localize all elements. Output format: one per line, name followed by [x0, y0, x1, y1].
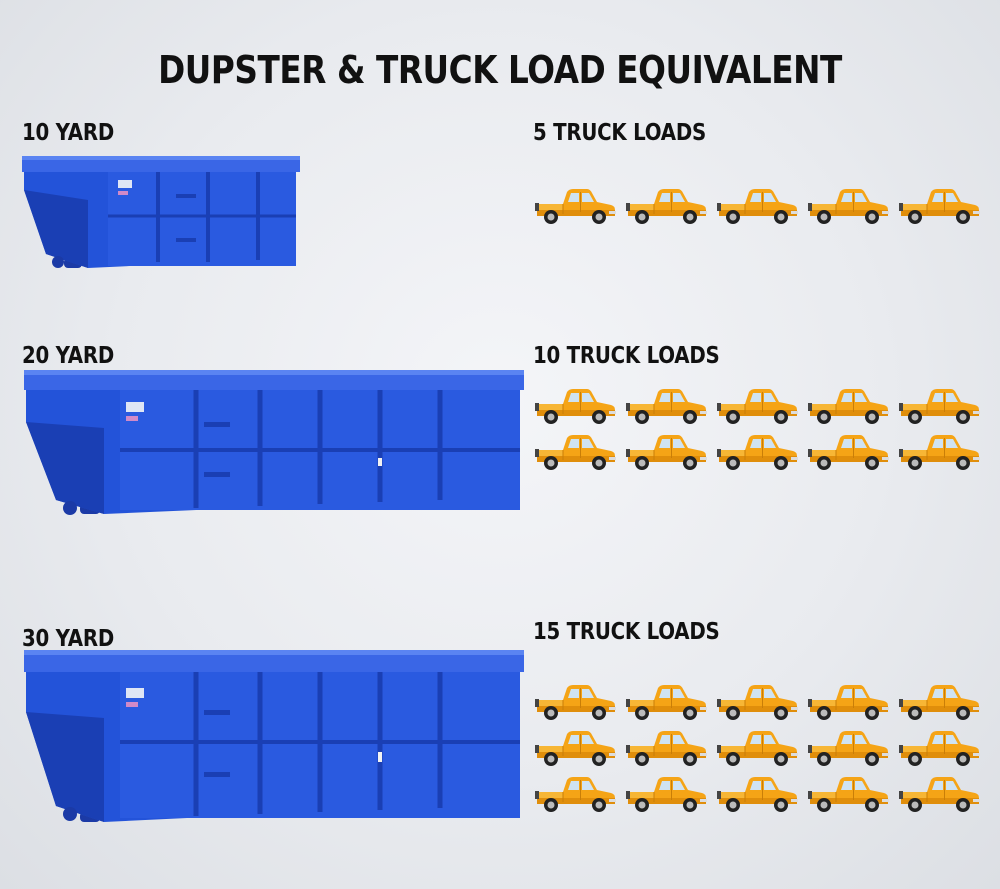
- pickup-truck-icon: [897, 384, 981, 426]
- pickup-truck-icon: [897, 726, 981, 768]
- pickup-truck-icon: [897, 772, 981, 814]
- page-title: DUPSTER & TRUCK LOAD EQUIVALENT: [158, 48, 842, 92]
- pickup-truck-icon: [624, 680, 708, 722]
- size-label-10-yard: 10 YARD: [22, 120, 115, 146]
- pickup-truck-icon: [806, 680, 890, 722]
- truck-row: [533, 428, 993, 474]
- pickup-truck-icon: [624, 726, 708, 768]
- pickup-truck-icon: [533, 726, 617, 768]
- truck-loads-label-10: 10 TRUCK LOADS: [533, 343, 720, 369]
- size-label-30-yard: 30 YARD: [22, 626, 115, 652]
- pickup-truck-icon: [806, 430, 890, 472]
- truck-row: [533, 678, 993, 724]
- pickup-truck-icon: [897, 680, 981, 722]
- pickup-truck-icon: [715, 772, 799, 814]
- pickup-truck-icon: [533, 184, 617, 226]
- truck-group-10: [533, 382, 993, 474]
- truck-group-15: [533, 678, 993, 816]
- pickup-truck-icon: [624, 384, 708, 426]
- truck-loads-label-15: 15 TRUCK LOADS: [533, 619, 720, 645]
- truck-row: [533, 724, 993, 770]
- pickup-truck-icon: [624, 772, 708, 814]
- pickup-truck-icon: [533, 384, 617, 426]
- truck-row: [533, 382, 993, 428]
- pickup-truck-icon: [715, 680, 799, 722]
- pickup-truck-icon: [715, 384, 799, 426]
- truck-group-5: [533, 182, 993, 228]
- pickup-truck-icon: [806, 772, 890, 814]
- truck-loads-label-5: 5 TRUCK LOADS: [533, 120, 706, 146]
- dumpster-30-yard-icon: [24, 650, 524, 822]
- pickup-truck-icon: [806, 184, 890, 226]
- pickup-truck-icon: [715, 726, 799, 768]
- pickup-truck-icon: [897, 184, 981, 226]
- pickup-truck-icon: [715, 430, 799, 472]
- pickup-truck-icon: [806, 726, 890, 768]
- size-label-20-yard: 20 YARD: [22, 343, 115, 369]
- dumpster-20-yard-icon: [24, 370, 524, 515]
- pickup-truck-icon: [715, 184, 799, 226]
- pickup-truck-icon: [624, 430, 708, 472]
- pickup-truck-icon: [533, 680, 617, 722]
- pickup-truck-icon: [624, 184, 708, 226]
- dumpster-10-yard-icon: [22, 156, 300, 268]
- pickup-truck-icon: [806, 384, 890, 426]
- pickup-truck-icon: [533, 772, 617, 814]
- truck-row: [533, 182, 993, 228]
- pickup-truck-icon: [897, 430, 981, 472]
- pickup-truck-icon: [533, 430, 617, 472]
- truck-row: [533, 770, 993, 816]
